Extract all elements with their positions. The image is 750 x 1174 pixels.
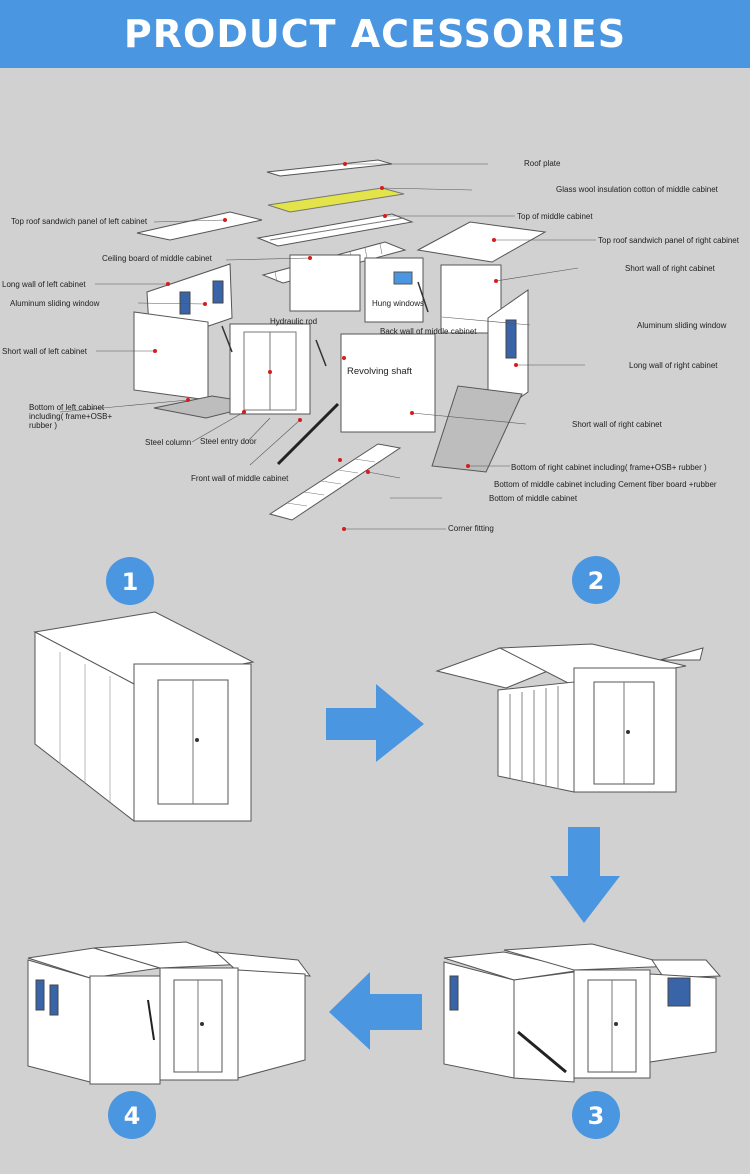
step-badge-2: 2	[572, 556, 620, 604]
label-revolving-shaft: Revolving shaft	[347, 366, 412, 377]
top-roof-left-panel	[136, 211, 263, 241]
exploded-diagram: Roof plate Glass wool insulation cotton …	[2, 159, 740, 1139]
header-banner: PRODUCT ACESSORIES	[0, 0, 750, 68]
label-top-roof-right: Top roof sandwich panel of right cabinet	[598, 236, 740, 245]
label-short-wall-left: Short wall of left cabinet	[2, 347, 88, 356]
label-steel-door: Steel entry door	[200, 437, 257, 446]
step-badge-4: 4	[108, 1091, 156, 1139]
page-title: PRODUCT ACESSORIES	[123, 12, 627, 56]
label-short-wall-right-1: Short wall of right cabinet	[625, 264, 716, 273]
label-corner-fitting: Corner fitting	[448, 524, 494, 533]
label-bottom-middle: Bottom of middle cabinet	[489, 494, 578, 503]
label-bottom-left-2: including( frame+OSB+	[29, 412, 112, 421]
step-badge-3: 3	[572, 1091, 620, 1139]
label-bottom-left-3: rubber )	[29, 421, 57, 430]
step-4-container	[27, 941, 312, 1085]
step-1-container	[33, 611, 255, 823]
arrow-left-icon	[329, 972, 422, 1050]
label-short-wall-right-2: Short wall of right cabinet	[572, 420, 663, 429]
arrow-right-icon	[326, 684, 424, 762]
hung-window-panel	[364, 257, 424, 323]
label-ceiling-middle: Ceiling board of middle cabinet	[102, 254, 213, 263]
part-labels: Roof plate Glass wool insulation cotton …	[2, 159, 740, 533]
label-top-roof-left: Top roof sandwich panel of left cabinet	[11, 217, 148, 226]
label-bottom-middle-cement: Bottom of middle cabinet including Cemen…	[494, 480, 717, 489]
short-wall-left	[133, 311, 209, 401]
label-top-middle: Top of middle cabinet	[517, 212, 593, 221]
label-long-wall-left: Long wall of left cabinet	[2, 280, 86, 289]
label-bottom-left-1: Bottom of left cabinet	[29, 403, 105, 412]
label-front-wall-middle: Front wall of middle cabinet	[191, 474, 289, 483]
arrow-down-icon	[550, 827, 620, 923]
label-steel-column: Steel column	[145, 438, 191, 447]
svg-text:2: 2	[588, 567, 605, 595]
step-2-container	[435, 643, 704, 793]
revolving-wall	[340, 333, 436, 433]
svg-text:1: 1	[122, 568, 139, 596]
label-alu-window-left: Aluminum sliding window	[10, 299, 100, 308]
label-back-wall-middle: Back wall of middle cabinet	[380, 327, 477, 336]
glass-wool-panel	[267, 187, 405, 213]
roof-plate	[266, 159, 393, 177]
label-long-wall-right: Long wall of right cabinet	[629, 361, 718, 370]
label-hydraulic-rod: Hydraulic rod	[270, 317, 317, 326]
svg-text:3: 3	[588, 1102, 605, 1130]
label-hung-windows: Hung windows	[372, 299, 424, 308]
label-bottom-right: Bottom of right cabinet including( frame…	[511, 463, 707, 472]
label-glass-wool: Glass wool insulation cotton of middle c…	[556, 185, 719, 194]
pointer-dots	[153, 162, 518, 531]
step-3-container	[443, 943, 722, 1083]
svg-text:4: 4	[124, 1102, 141, 1130]
top-roof-right-panel	[416, 221, 547, 263]
bottom-middle-frame	[268, 443, 402, 521]
step-badge-1: 1	[106, 557, 154, 605]
leader-lines	[59, 163, 596, 530]
bottom-right-cabinet	[431, 385, 523, 473]
back-wall-middle	[289, 254, 361, 312]
label-roof-plate: Roof plate	[524, 159, 561, 168]
label-alu-window-right: Aluminum sliding window	[637, 321, 727, 330]
top-middle-frame	[256, 213, 414, 247]
